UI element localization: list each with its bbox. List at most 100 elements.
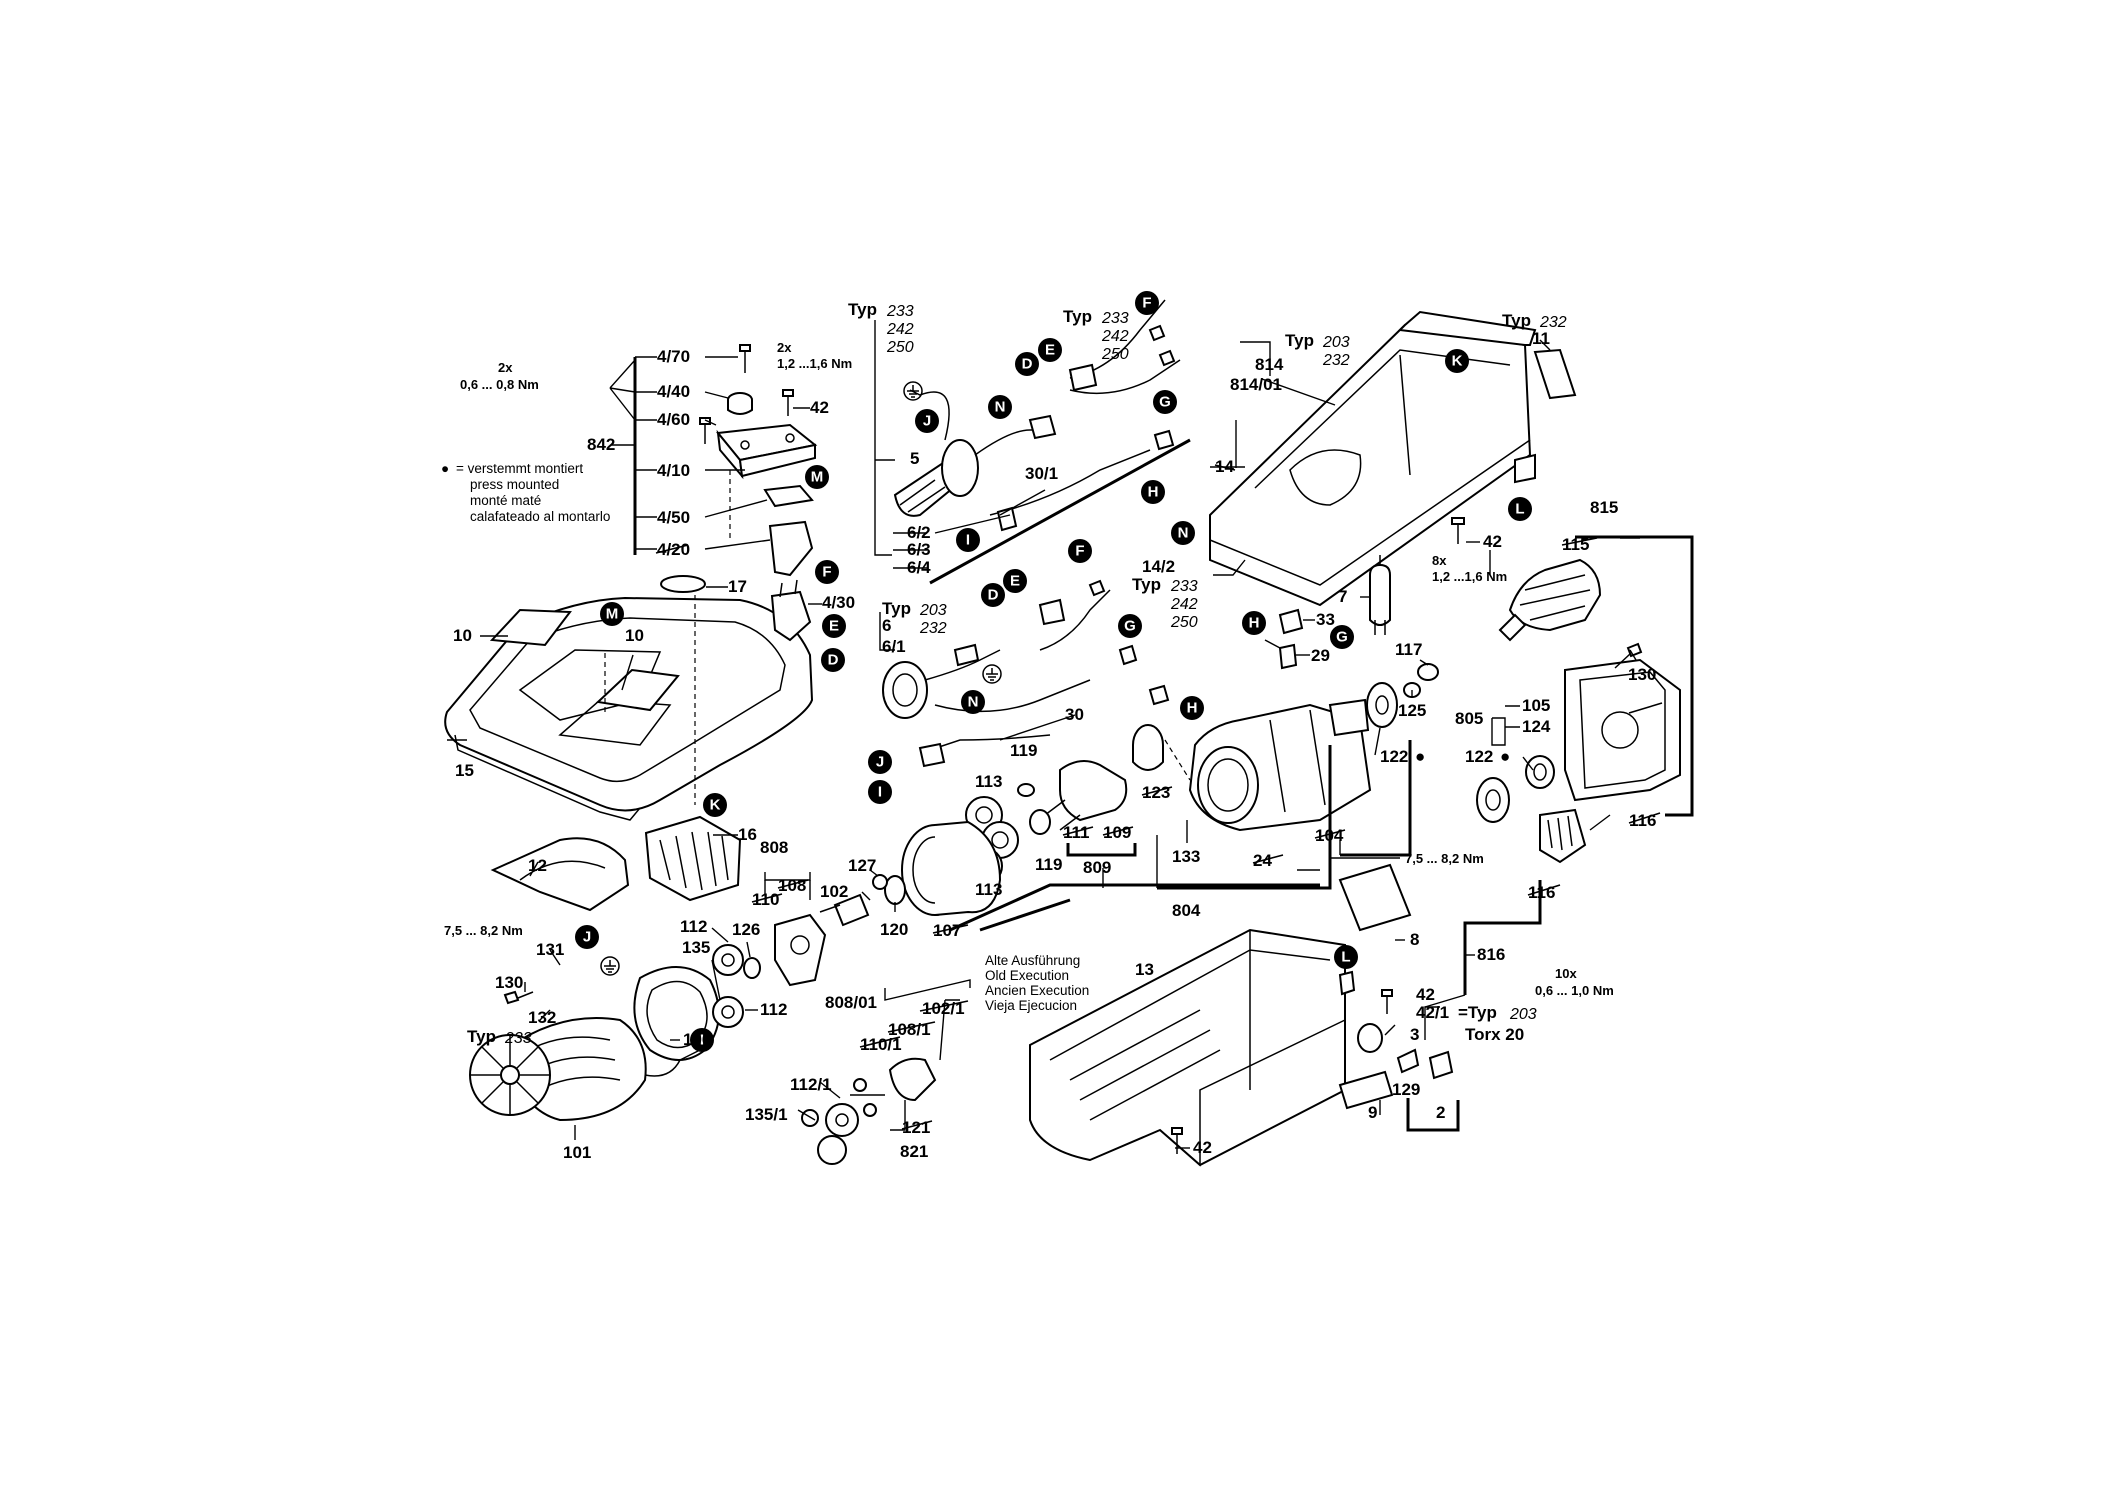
label-6: 6 [882,616,891,635]
svg-text:D: D [988,587,999,604]
bullet-122-mid: ● [1415,747,1425,766]
marker-M: M [600,602,624,626]
clip-2 [1428,1050,1454,1080]
typ-b-242: 242 [1101,328,1129,345]
label-102: 102 [820,882,848,901]
typ-a-250: 250 [886,339,914,356]
typ-b-250: 250 [1101,346,1129,363]
torque-note-10x: 10x [1555,966,1577,981]
gearbox-housing-133 [1188,698,1372,832]
knob-3 [1357,1023,1383,1053]
label-plate-11 [1533,348,1577,400]
label-131: 131 [536,940,564,959]
torx-note: Torx 20 [1465,1025,1524,1044]
marker-J: J [915,409,939,433]
legend-line-fr: monté maté [470,493,541,508]
torque-note-8x: 8x [1432,553,1447,568]
label-4-20: 4/20 [657,540,690,559]
label-808: 808 [760,838,788,857]
label-112-a: 112 [680,917,707,936]
typ-c-203: 203 [1322,334,1350,351]
old-execution-fr: Ancien Execution [985,983,1089,998]
typ-e-242: 242 [1170,596,1198,613]
label-4-40: 4/40 [657,382,690,401]
marker-M: M [805,465,829,489]
legend-line-es: calafateado al montarlo [470,509,610,524]
label-17: 17 [728,577,747,596]
part-129 [1396,1048,1420,1074]
typ-label-g: Typ [467,1027,496,1046]
label-42-housing: 42 [1483,532,1502,551]
label-plate-9 [1338,1070,1394,1110]
label-808-01: 808/01 [825,993,877,1012]
label-125: 125 [1398,701,1426,720]
label-29: 29 [1311,646,1330,665]
label-108-1: 108/1 [888,1020,931,1039]
label-8: 8 [1410,930,1419,949]
svg-text:K: K [1452,353,1463,370]
label-112-1: 112/1 [790,1075,832,1094]
label-130-right: 130 [1628,665,1656,684]
typ-label-h: =Typ [1458,1003,1497,1022]
label-12: 12 [528,856,547,875]
svg-text:D: D [828,652,839,669]
label-42-lower: 42 [1416,985,1435,1004]
svg-text:J: J [876,754,884,771]
svg-text:M: M [606,606,619,623]
label-6-1: 6/1 [882,637,906,656]
label-plate-8 [1338,863,1412,932]
marker-N: N [988,395,1012,419]
label-122-mid: 122 [1380,747,1408,766]
svg-text:D: D [1022,356,1033,373]
label-127: 127 [848,856,876,875]
marker-G: G [1118,614,1142,638]
label-24: 24 [1253,851,1272,870]
label-42-bottom: 42 [1193,1138,1212,1157]
bullet-122-right: ● [1500,747,1510,766]
brush-holder-116 [1539,808,1587,864]
marker-E: E [822,614,846,638]
gear-cover-808 [774,913,827,987]
typ-h-203: 203 [1509,1006,1537,1023]
marker-H: H [1180,696,1204,720]
label-42-top: 42 [810,398,829,417]
torque-note-0-6-1-0: 0,6 ... 1,0 Nm [1535,983,1614,998]
svg-text:E: E [1010,573,1020,590]
svg-text:G: G [1336,629,1348,646]
old-execution-en: Old Execution [985,968,1069,983]
svg-text:H: H [1187,700,1198,717]
screw-42-c [1381,989,1393,1014]
label-4-50: 4/50 [657,508,690,527]
label-123: 123 [1142,783,1170,802]
sleeve-123 [1132,724,1164,771]
gear-assembly-821 [801,1057,937,1165]
motor-101 [469,966,720,1122]
label-121: 121 [902,1118,930,1137]
label-804: 804 [1172,901,1201,920]
label-4-70: 4/70 [657,347,690,366]
filter-pad-10-right [595,668,680,712]
marker-H: H [1242,611,1266,635]
label-104: 104 [1315,826,1344,845]
switch-assembly-842 [699,344,818,642]
label-105: 105 [1522,696,1550,715]
svg-text:L: L [1515,501,1524,518]
typ-e-250: 250 [1170,614,1198,631]
label-15: 15 [455,761,474,780]
svg-text:E: E [829,618,839,635]
gear-112-upper [712,944,744,976]
svg-text:G: G [1159,394,1171,411]
torque-note-2x-b: 2x [777,340,792,355]
marker-L: L [1508,497,1532,521]
torque-note-7-5-8-2-mid: 7,5 ... 8,2 Nm [1405,851,1484,866]
marker-G: G [1330,625,1354,649]
marker-N: N [1171,521,1195,545]
label-101: 101 [563,1143,591,1162]
svg-text:H: H [1249,615,1260,632]
washer-122-right [1476,777,1510,823]
label-821: 821 [900,1142,928,1161]
typ-b-233: 233 [1101,310,1129,327]
label-124: 124 [1522,717,1551,736]
label-133: 133 [1172,847,1200,866]
